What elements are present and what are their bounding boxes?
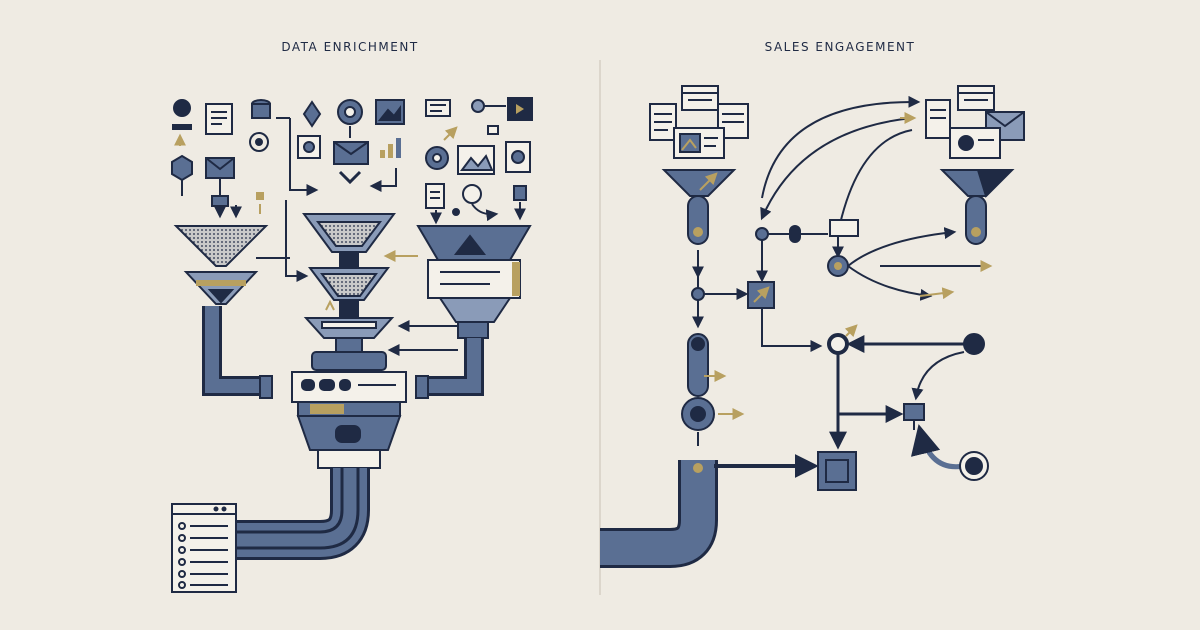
node-box [747,281,775,309]
funnel-icon [303,317,395,339]
funnel-icon [302,213,396,253]
funnel-icon [661,169,737,245]
window-cluster-left [649,85,749,159]
data-enrichment-panel [171,97,533,593]
video-icon [507,97,533,121]
chart-icon [380,138,401,158]
list-icon [425,99,451,117]
envelope-icon [205,157,235,179]
valve-icon [903,403,925,430]
info-icon [172,99,192,130]
image-icon [457,145,495,175]
image-icon [375,99,405,125]
sales-engagement-title: SALES ENGAGEMENT [764,40,916,54]
funnel-icon [173,225,269,305]
document-icon [205,103,233,135]
gear-icon [337,99,363,125]
cube-icon [171,154,193,182]
funnel-icon [308,267,390,301]
sales-engagement-panel [600,85,1025,568]
node-box [817,451,857,491]
camera-icon [297,135,321,159]
window-cluster-right [925,85,1025,159]
document-icon [425,183,445,209]
toggle-icon [471,99,506,113]
data-enrichment-title: DATA ENRICHMENT [281,40,419,54]
funnel-icon [416,225,532,323]
output-list-document [171,503,237,593]
target-icon [249,132,269,152]
diamond-icon [302,100,322,128]
database-icon [251,99,271,119]
gear-icon [425,146,449,170]
camera-icon [505,141,531,173]
funnel-icon [939,169,1015,245]
processor-machine [291,351,407,469]
envelope-icon [333,141,369,165]
